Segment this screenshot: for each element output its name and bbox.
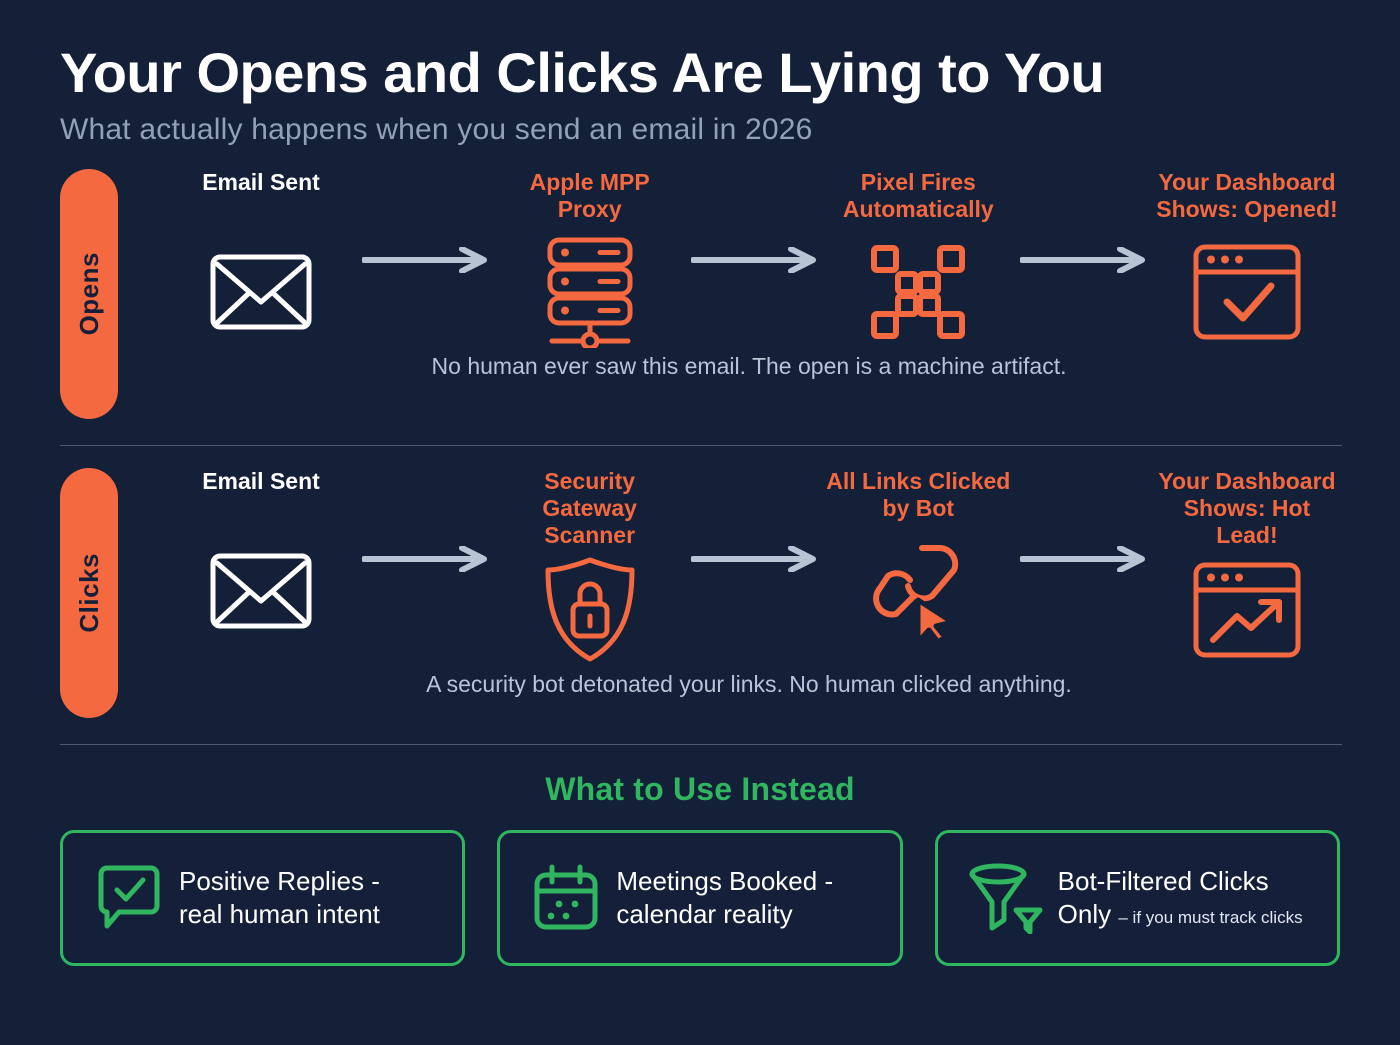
row-badge-opens: Opens [60,168,118,419]
recommendations-title: What to Use Instead [545,770,855,807]
step-label: Email Sent [202,168,320,195]
card-note: – if you must track clicks [1118,907,1303,927]
step-label: Your Dashboard Shows: Hot Lead! [1158,467,1336,549]
step-dashboard-opened: Your Dashboard Shows: Opened! [1152,169,1342,347]
card-line-2: real human intent [179,898,380,929]
row-badge-clicks: Clicks [60,467,118,718]
card-line-1: Bot-Filtered Clicks [1057,865,1269,896]
card-positive-replies[interactable]: Positive Replies - real human intent [60,829,466,966]
arrow-icon-4 [360,468,490,572]
server-icon [495,237,685,348]
envelope-icon [166,536,356,646]
tracking-pixel-icon [823,237,1013,347]
step-label: All Links Clicked by Bot [826,467,1011,521]
header: Your Opens and Clicks Are Lying to You W… [0,0,1400,147]
flow-row-opens: Opens Email Sent [0,168,1400,419]
step-label: Your Dashboard Shows: Opened! [1156,168,1338,222]
card-line-2: Only [1057,898,1112,929]
flow-row-clicks: Clicks Email Sent [0,467,1400,718]
divider-1 [60,444,1342,446]
row-badge-label: Opens [73,252,104,336]
page-subtitle: What actually happens when you send an e… [60,112,813,146]
step-apple-mpp-proxy: Apple MPP Proxy [495,168,685,348]
row-caption-clicks: A security bot detonated your links. No … [426,671,1072,698]
envelope-icon [166,237,356,347]
flow-steps-clicks: Email Sent [166,468,1342,665]
chat-check-icon [93,864,165,932]
arrow-icon-1 [360,169,490,273]
row-caption-opens: No human ever saw this email. The open i… [431,352,1067,379]
row-badge-label: Clicks [73,552,104,633]
card-text: Meetings Booked - calendar reality [602,865,833,932]
step-label: Email Sent [202,467,320,494]
card-text: Bot-Filtered Clicks Only – if you must t… [1044,865,1303,932]
step-email-sent-opens: Email Sent [166,169,356,347]
page-title: Your Opens and Clicks Are Lying to You [60,41,1105,104]
arrow-icon-6 [1018,468,1148,572]
step-pixel-fires: Pixel Fires Automatically [823,169,1013,347]
step-label: Pixel Fires Automatically [842,168,994,222]
flow-row-clicks-body: Email Sent [118,468,1400,698]
step-dashboard-hot-lead: Your Dashboard Shows: Hot Lead! [1152,468,1342,665]
calendar-icon [530,863,602,933]
flow-steps-opens: Email Sent [166,168,1342,348]
card-meetings-booked[interactable]: Meetings Booked - calendar reality [497,829,903,966]
arrow-icon-5 [689,468,819,572]
step-email-sent-clicks: Email Sent [166,468,356,646]
flow-row-opens-body: Email Sent [118,169,1400,380]
arrow-icon-3 [1018,169,1148,273]
step-label: Apple MPP Proxy [529,168,650,222]
step-label: Security Gateway Scanner [542,467,637,549]
step-security-gateway: Security Gateway Scanner [495,468,685,665]
shield-lock-icon [495,555,685,665]
recommendation-cards: Positive Replies - real human intent [0,808,1400,966]
arrow-icon-2 [689,169,819,273]
card-bot-filtered-clicks[interactable]: Bot-Filtered Clicks Only – if you must t… [934,829,1340,966]
recommendations-section: What to Use Instead Positive Replies - r… [0,771,1400,966]
step-links-clicked-by-bot: All Links Clicked by Bot [823,468,1013,646]
link-cursor-icon [823,536,1013,646]
card-line-1: Positive Replies - [179,865,380,896]
divider-2 [60,743,1342,745]
browser-check-icon [1152,237,1342,347]
funnel-icon [968,862,1044,934]
card-line-1: Meetings Booked - [616,865,834,896]
card-line-2: calendar reality [616,898,793,929]
browser-trending-icon [1152,555,1342,665]
card-text: Positive Replies - real human intent [165,865,380,932]
